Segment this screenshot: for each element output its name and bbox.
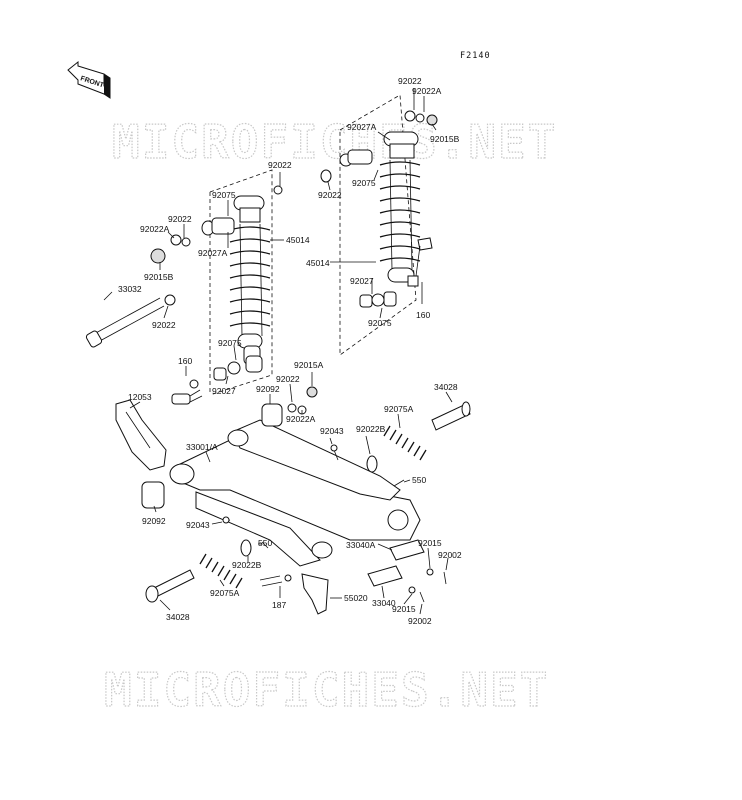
chain-adjuster-33040 [367, 565, 403, 587]
label-92002-bottom: 92002 [408, 616, 432, 626]
left-shock-absorber [150, 185, 283, 405]
label-92022a-left: 92022A [140, 224, 170, 234]
label-92075-left-bottom: 92075 [218, 338, 242, 348]
label-187: 187 [272, 600, 286, 610]
label-550-left: 550 [258, 538, 272, 548]
bushing-92092-top [261, 403, 283, 427]
label-55020: 55020 [344, 593, 368, 603]
label-12053: 12053 [128, 392, 152, 402]
leader-lines [103, 88, 453, 615]
label-92022a-right-top: 92022A [412, 86, 442, 96]
figure-code: F2140 [460, 51, 491, 61]
washer-92022b-left [240, 539, 252, 557]
label-92002-top: 92002 [438, 550, 462, 560]
label-92022-left-mid: 92022 [168, 214, 192, 224]
pivot-shaft-34028-right [431, 401, 471, 431]
long-bolt-33032 [85, 294, 176, 348]
label-92027-right: 92027 [350, 276, 374, 286]
label-92075-right-bottom: 92075 [368, 318, 392, 328]
label-34028-left: 34028 [166, 612, 190, 622]
label-33032: 33032 [118, 284, 142, 294]
label-92092-left: 92092 [142, 516, 166, 526]
label-92022b-left: 92022B [232, 560, 262, 570]
label-160-left: 160 [178, 356, 192, 366]
label-92022a-mid: 92022A [286, 414, 316, 424]
label-92075a-right: 92075A [384, 404, 414, 414]
label-34028-right: 34028 [434, 382, 458, 392]
label-33040: 33040 [372, 598, 396, 608]
watermark-top: MICROFICHES.NET [112, 115, 557, 169]
label-45014-left: 45014 [286, 235, 310, 245]
bracket-55020 [301, 573, 329, 615]
label-92015-top: 92015 [418, 538, 442, 548]
label-92015b-right: 92015B [430, 134, 460, 144]
label-33001: 33001/A [186, 442, 218, 452]
right-shock-absorber [320, 110, 438, 308]
right-shock-group-outline [339, 94, 417, 356]
label-92015-bottom: 92015 [392, 604, 416, 614]
seal-92075a-right [383, 425, 427, 461]
front-arrow-icon: FRONT [67, 60, 111, 99]
label-92022b-right: 92022B [356, 424, 386, 434]
label-92027a-right: 92027A [347, 122, 377, 132]
label-92022-right-top: 92022 [398, 76, 422, 86]
label-92075-left-top: 92075 [212, 190, 236, 200]
label-92043-bottom: 92043 [186, 520, 210, 530]
label-92075a-left: 92075A [210, 588, 240, 598]
label-92022-left-top: 92022 [268, 160, 292, 170]
label-92022-left-bolt: 92022 [152, 320, 176, 330]
pivot-shaft-34028-left [145, 569, 195, 603]
label-92027a-left: 92027A [198, 248, 228, 258]
label-92015b-left: 92015B [144, 272, 174, 282]
part-labels: 92022 92022A 92027A 92015B 92022 92075 4… [118, 76, 462, 626]
label-92075-right-top: 92075 [352, 178, 376, 188]
washer-92022b-right [366, 455, 378, 473]
swing-arm-33001 [169, 419, 421, 567]
label-92043-top: 92043 [320, 426, 344, 436]
label-550-right: 550 [412, 475, 426, 485]
watermark-bottom: MICROFICHES.NET [104, 663, 549, 717]
label-92092-top: 92092 [256, 384, 280, 394]
label-160-right: 160 [416, 310, 430, 320]
chain-adjuster-33040a [389, 539, 425, 561]
label-92022-right-left: 92022 [318, 190, 342, 200]
label-92027-left: 92027 [212, 386, 236, 396]
label-45014-right: 45014 [306, 258, 330, 268]
bushing-92092-left [141, 481, 165, 509]
label-33040a: 33040A [346, 540, 376, 550]
label-92022-mid: 92022 [276, 374, 300, 384]
seal-92075a-left [199, 553, 243, 589]
label-92015a: 92015A [294, 360, 324, 370]
